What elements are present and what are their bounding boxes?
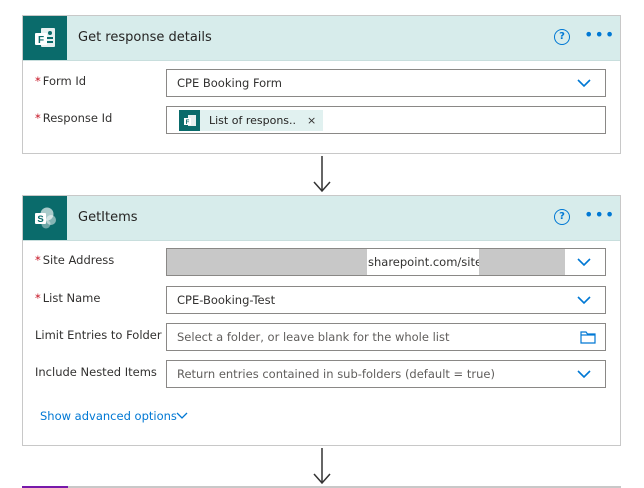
field-row-response-id: *Response Id F List of respons... × [23,106,620,136]
include-nested-items-dropdown[interactable]: Return entries contained in sub-folders … [166,360,606,388]
required-marker: * [35,111,41,125]
field-label: Include Nested Items [35,365,157,379]
form-id-value: CPE Booking Form [177,76,282,90]
list-name-dropdown[interactable]: CPE-Booking-Test [166,286,606,314]
more-options-icon[interactable]: ••• [584,25,616,44]
svg-text:F: F [185,120,189,126]
include-nested-placeholder: Return entries contained in sub-folders … [177,367,495,381]
limit-entries-folder-input[interactable]: Select a folder, or leave blank for the … [166,323,606,351]
field-row-limit-entries: Limit Entries to Folder Select a folder,… [23,323,620,353]
show-advanced-options-link[interactable]: Show advanced options [40,409,188,423]
field-row-form-id: *Form Id CPE Booking Form [23,69,620,99]
site-address-dropdown[interactable]: sharepoint.com/sites [166,248,606,276]
field-label: *List Name [35,291,100,305]
flow-arrow-icon [313,448,331,485]
more-options-icon[interactable]: ••• [584,205,616,224]
svg-text:S: S [37,214,43,225]
field-row-site-address: *Site Address sharepoint.com/sites [23,248,620,278]
next-action-card-edge [22,486,621,488]
field-label-text: Response Id [42,111,113,125]
field-row-list-name: *List Name CPE-Booking-Test [23,286,620,316]
field-label: *Response Id [35,111,112,125]
site-address-value: sharepoint.com/sites [368,255,489,269]
field-label: *Site Address [35,253,114,267]
field-label-text: Form Id [42,74,87,88]
folder-icon[interactable] [580,330,596,344]
flow-arrow-icon [313,156,331,193]
field-label: Limit Entries to Folder [35,328,162,342]
field-label-text: Site Address [42,253,115,267]
microsoft-forms-icon: F [23,16,67,60]
card-header[interactable]: S GetItems ? ••• [23,196,620,241]
chevron-down-icon [176,412,188,419]
chevron-down-icon [577,79,591,88]
field-label-text: Include Nested Items [35,365,157,379]
action-card-get-response-details: F Get response details ? ••• *Form Id CP… [22,15,621,154]
next-action-accent [22,486,68,488]
card-title: GetItems [78,210,138,225]
required-marker: * [35,291,41,305]
field-row-include-nested: Include Nested Items Return entries cont… [23,360,620,390]
close-icon[interactable]: × [307,114,317,127]
dynamic-content-token[interactable]: F List of respons... × [179,110,323,131]
svg-text:F: F [38,35,44,46]
token-label: List of respons... [209,114,295,127]
card-header[interactable]: F Get response details ? ••• [23,16,620,61]
advanced-options-label: Show advanced options [40,409,177,423]
help-icon[interactable]: ? [554,209,570,225]
list-name-value: CPE-Booking-Test [177,293,276,307]
chevron-down-icon [577,258,591,267]
field-label-text: List Name [42,291,101,305]
redacted-region [479,249,565,275]
redacted-region [167,249,367,275]
required-marker: * [35,74,41,88]
card-title: Get response details [78,30,212,45]
sharepoint-icon: S [23,196,67,240]
field-label: *Form Id [35,74,86,88]
chevron-down-icon [577,296,591,305]
microsoft-forms-icon: F [179,110,200,131]
help-icon[interactable]: ? [554,29,570,45]
required-marker: * [35,253,41,267]
form-id-dropdown[interactable]: CPE Booking Form [166,69,606,97]
field-label-text: Limit Entries to Folder [35,328,162,342]
limit-entries-placeholder: Select a folder, or leave blank for the … [177,330,450,344]
response-id-input[interactable]: F List of respons... × [166,106,606,134]
chevron-down-icon [577,370,591,379]
action-card-get-items: S GetItems ? ••• *Site Address sharepoin… [22,195,621,446]
